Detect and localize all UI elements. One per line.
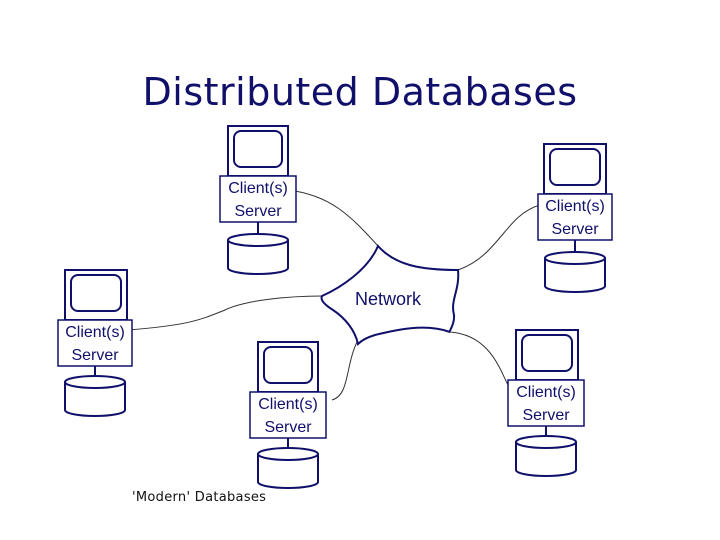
node-label-line2: Server — [71, 347, 119, 364]
node-4: Client(s) Server — [249, 341, 327, 489]
node-1: Client(s) Server — [219, 125, 297, 275]
monitor-icon — [64, 269, 128, 321]
link-node-1 — [287, 189, 379, 247]
node-label-line2: Server — [522, 407, 570, 424]
link-node-2 — [457, 204, 541, 271]
slide-title: Distributed Databases — [142, 70, 578, 114]
node-5: Client(s) Server — [507, 329, 585, 477]
node-label-line1: Client(s) — [516, 384, 576, 401]
node-3: Client(s) Server — [57, 269, 133, 417]
monitor-icon — [515, 329, 579, 381]
database-icon — [64, 375, 126, 417]
database-icon — [227, 233, 289, 275]
node-label-line2: Server — [264, 419, 312, 436]
monitor-icon — [543, 143, 607, 195]
node-label-line1: Client(s) — [258, 396, 318, 413]
link-node-4 — [331, 339, 359, 401]
database-icon — [544, 251, 606, 293]
node-label-line2: Server — [551, 221, 599, 238]
node-label-line1: Client(s) — [228, 180, 288, 197]
database-icon — [515, 435, 577, 477]
node-label-line1: Client(s) — [545, 198, 605, 215]
footer-caption: 'Modern' Databases — [132, 490, 267, 505]
database-icon — [257, 447, 319, 489]
network-label: Network — [355, 289, 422, 309]
node-2: Client(s) Server — [537, 143, 613, 293]
link-node-3 — [127, 295, 323, 331]
node-label-line2: Server — [234, 203, 282, 220]
link-node-5 — [449, 331, 509, 386]
node-label-box — [507, 379, 585, 427]
node-label-box — [57, 319, 133, 367]
network-cloud — [320, 244, 460, 347]
node-label-line1: Client(s) — [65, 324, 125, 341]
monitor-icon — [257, 341, 319, 393]
node-label-box — [249, 391, 327, 439]
node-label-box — [537, 193, 613, 241]
monitor-icon — [227, 125, 289, 177]
